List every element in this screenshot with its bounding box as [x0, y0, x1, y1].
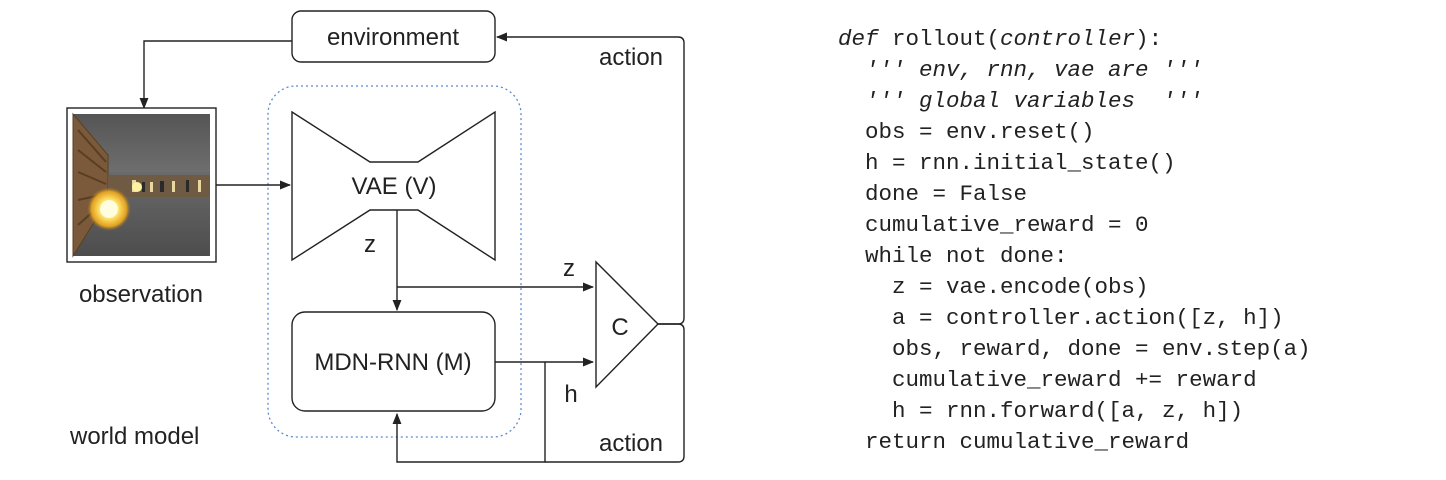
code-line: z = vae.encode(obs): [838, 272, 1311, 303]
observation-label: observation: [79, 281, 203, 308]
code-line: cumulative_reward = 0: [838, 210, 1311, 241]
code-token: h = rnn.initial_state(): [865, 150, 1176, 176]
action-label-top: action: [599, 44, 663, 71]
rollout-code-block: def rollout(controller): ''' env, rnn, v…: [838, 24, 1311, 458]
code-line: obs = env.reset(): [838, 117, 1311, 148]
code-line: h = rnn.forward([a, z, h]): [838, 396, 1311, 427]
code-token: ''' env, rnn, vae are ''': [865, 57, 1203, 83]
env-to-observation-arrow: [139, 40, 292, 110]
controller-label: C: [611, 314, 628, 341]
code-token: z = vae.encode(obs): [892, 274, 1149, 300]
code-token: rollout(: [878, 26, 1001, 52]
code-token: controller: [1000, 26, 1136, 52]
h-feedback-arrow: [392, 362, 546, 463]
action-to-environment-arrow: [495, 32, 685, 325]
z-label-vertical: z: [364, 231, 376, 258]
code-token: obs = env.reset(): [865, 119, 1095, 145]
h-label: h: [564, 381, 577, 408]
code-line: h = rnn.initial_state(): [838, 148, 1311, 179]
action-feedback-line: [545, 323, 685, 463]
code-token: ):: [1135, 26, 1163, 52]
world-model-diagram: environment observation world model VAE …: [66, 10, 685, 463]
code-line: ''' global variables ''': [838, 86, 1311, 117]
code-line: done = False: [838, 179, 1311, 210]
action-label-bottom: action: [599, 430, 663, 457]
code-line: while not done:: [838, 241, 1311, 272]
code-line: def rollout(controller):: [838, 24, 1311, 55]
code-token: h = rnn.forward([a, z, h]): [892, 398, 1244, 424]
code-token: cumulative_reward = 0: [865, 212, 1149, 238]
controller-triangle: [595, 260, 659, 389]
environment-label: environment: [327, 24, 459, 51]
code-line: a = controller.action([z, h]): [838, 303, 1311, 334]
code-line: obs, reward, done = env.step(a): [838, 334, 1311, 365]
code-line: ''' env, rnn, vae are ''': [838, 55, 1311, 86]
code-token: a = controller.action([z, h]): [892, 305, 1284, 331]
observation-image: [66, 107, 217, 263]
code-token: cumulative_reward += reward: [892, 367, 1257, 393]
environment-box: [291, 10, 496, 63]
code-token: while not done:: [865, 243, 1068, 269]
code-line: return cumulative_reward: [838, 427, 1311, 458]
world-model-label: world model: [69, 423, 199, 450]
code-token: obs, reward, done = env.step(a): [892, 336, 1311, 362]
code-line: cumulative_reward += reward: [838, 365, 1311, 396]
z-label-horizontal: z: [563, 255, 575, 282]
code-token: def: [838, 26, 879, 52]
code-token: ''' global variables ''': [865, 88, 1203, 114]
mdn-rnn-label: MDN-RNN (M): [314, 349, 471, 376]
vae-shape: [291, 110, 496, 262]
vae-label: VAE (V): [352, 173, 437, 200]
code-token: return cumulative_reward: [865, 429, 1190, 455]
code-token: done = False: [865, 181, 1028, 207]
